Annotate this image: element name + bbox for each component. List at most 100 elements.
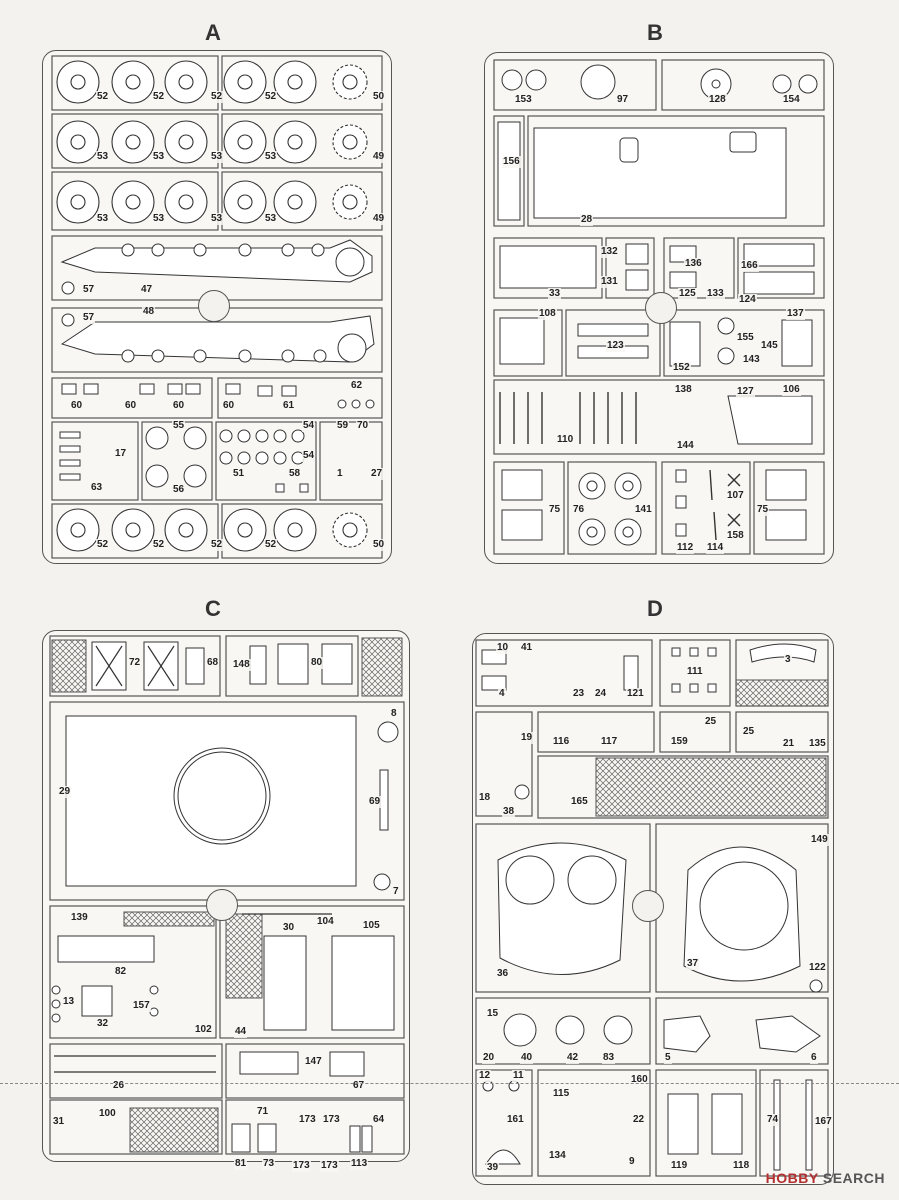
part-number-d-37: 37 xyxy=(686,958,700,970)
part-number-d-18: 18 xyxy=(478,792,492,804)
part-number-b-75: 75 xyxy=(756,504,770,516)
part-number-a-48: 48 xyxy=(142,306,156,318)
part-number-c-67: 67 xyxy=(352,1080,366,1092)
page-divider xyxy=(0,1083,899,1084)
part-number-b-107: 107 xyxy=(726,490,745,502)
part-number-d-3: 3 xyxy=(784,654,792,666)
part-number-d-24: 24 xyxy=(594,688,608,700)
part-number-d-22: 22 xyxy=(632,1114,646,1126)
part-number-a-60: 60 xyxy=(222,400,236,412)
part-number-d-12: 12 xyxy=(478,1070,492,1082)
part-number-a-53: 53 xyxy=(152,151,166,163)
part-number-c-30: 30 xyxy=(282,922,296,934)
sprue-letter-c: C xyxy=(205,596,221,621)
part-number-a-50: 50 xyxy=(372,539,386,551)
part-number-a-56: 56 xyxy=(172,484,186,496)
part-number-d-42: 42 xyxy=(566,1052,580,1064)
part-number-d-165: 165 xyxy=(570,796,589,808)
part-number-a-50: 50 xyxy=(372,91,386,103)
part-number-a-52: 52 xyxy=(264,539,278,551)
part-number-c-68: 68 xyxy=(206,657,220,669)
part-number-a-47: 47 xyxy=(140,284,154,296)
part-number-c-173: 173 xyxy=(320,1160,339,1172)
part-number-b-155: 155 xyxy=(736,332,755,344)
sprue-letter-a: A xyxy=(205,20,221,45)
part-number-b-132: 132 xyxy=(600,246,619,258)
part-number-c-81: 81 xyxy=(234,1158,248,1170)
part-number-c-72: 72 xyxy=(128,657,142,669)
sprue-letter-d: D xyxy=(647,596,663,621)
part-number-a-53: 53 xyxy=(264,151,278,163)
part-number-a-61: 61 xyxy=(282,400,296,412)
part-number-b-153: 153 xyxy=(514,94,533,106)
part-number-a-63: 63 xyxy=(90,482,104,494)
sprue-b-gate xyxy=(645,292,677,324)
part-number-d-39: 39 xyxy=(486,1162,500,1174)
part-number-a-52: 52 xyxy=(264,91,278,103)
watermark-brand: HOBBY xyxy=(765,1170,819,1186)
part-number-c-8: 8 xyxy=(390,708,398,720)
part-number-a-59: 59 xyxy=(336,420,350,432)
part-number-d-20: 20 xyxy=(482,1052,496,1064)
part-number-c-73: 73 xyxy=(262,1158,276,1170)
part-number-a-54: 54 xyxy=(302,420,316,432)
part-number-a-52: 52 xyxy=(96,539,110,551)
part-number-a-60: 60 xyxy=(172,400,186,412)
part-number-a-52: 52 xyxy=(96,91,110,103)
part-number-d-25: 25 xyxy=(742,726,756,738)
part-number-d-116: 116 xyxy=(552,736,571,748)
part-number-d-149: 149 xyxy=(810,834,829,846)
part-number-b-156: 156 xyxy=(502,156,521,168)
part-number-c-69: 69 xyxy=(368,796,382,808)
part-number-d-119: 119 xyxy=(670,1160,689,1172)
part-number-a-51: 51 xyxy=(232,468,246,480)
part-number-a-60: 60 xyxy=(124,400,138,412)
part-number-b-97: 97 xyxy=(616,94,630,106)
sprue-letter-b: B xyxy=(647,20,663,45)
part-number-a-53: 53 xyxy=(210,151,224,163)
sprue-a-parts xyxy=(51,55,383,559)
part-number-b-76: 76 xyxy=(572,504,586,516)
part-number-b-33: 33 xyxy=(548,288,562,300)
part-number-b-141: 141 xyxy=(634,504,653,516)
part-number-a-60: 60 xyxy=(70,400,84,412)
part-number-b-137: 137 xyxy=(786,308,805,320)
part-number-a-53: 53 xyxy=(96,151,110,163)
part-number-c-80: 80 xyxy=(310,657,324,669)
part-number-d-167: 167 xyxy=(814,1116,833,1128)
part-number-c-147: 147 xyxy=(304,1056,323,1068)
part-number-c-71: 71 xyxy=(256,1106,270,1118)
part-number-d-115: 115 xyxy=(552,1088,571,1100)
part-number-a-54: 54 xyxy=(302,450,316,462)
part-number-c-173: 173 xyxy=(298,1114,317,1126)
part-number-c-7: 7 xyxy=(392,886,400,898)
part-number-c-26: 26 xyxy=(112,1080,126,1092)
part-number-b-112: 112 xyxy=(676,542,695,554)
sprue-c-parts xyxy=(49,635,405,1155)
part-number-c-173: 173 xyxy=(292,1160,311,1172)
part-number-d-161: 161 xyxy=(506,1114,525,1126)
part-number-b-166: 166 xyxy=(740,260,759,272)
part-number-b-128: 128 xyxy=(708,94,727,106)
part-number-d-118: 118 xyxy=(732,1160,751,1172)
part-number-a-27: 27 xyxy=(370,468,384,480)
sprue-d-parts xyxy=(475,639,829,1177)
part-number-b-114: 114 xyxy=(706,542,725,554)
part-number-b-28: 28 xyxy=(580,214,594,226)
sprue-d-gate xyxy=(632,890,664,922)
part-number-d-10: 10 xyxy=(496,642,510,654)
part-number-d-9: 9 xyxy=(628,1156,636,1168)
part-number-d-41: 41 xyxy=(520,642,534,654)
part-number-a-1: 1 xyxy=(336,468,344,480)
part-number-a-49: 49 xyxy=(372,213,386,225)
part-number-d-83: 83 xyxy=(602,1052,616,1064)
part-number-a-57: 57 xyxy=(82,312,96,324)
part-number-d-36: 36 xyxy=(496,968,510,980)
part-number-b-158: 158 xyxy=(726,530,745,542)
sprue-c-gate xyxy=(206,889,238,921)
part-number-b-143: 143 xyxy=(742,354,761,366)
part-number-d-117: 117 xyxy=(600,736,619,748)
part-number-d-111: 111 xyxy=(686,666,704,678)
part-number-b-110: 110 xyxy=(556,434,575,446)
